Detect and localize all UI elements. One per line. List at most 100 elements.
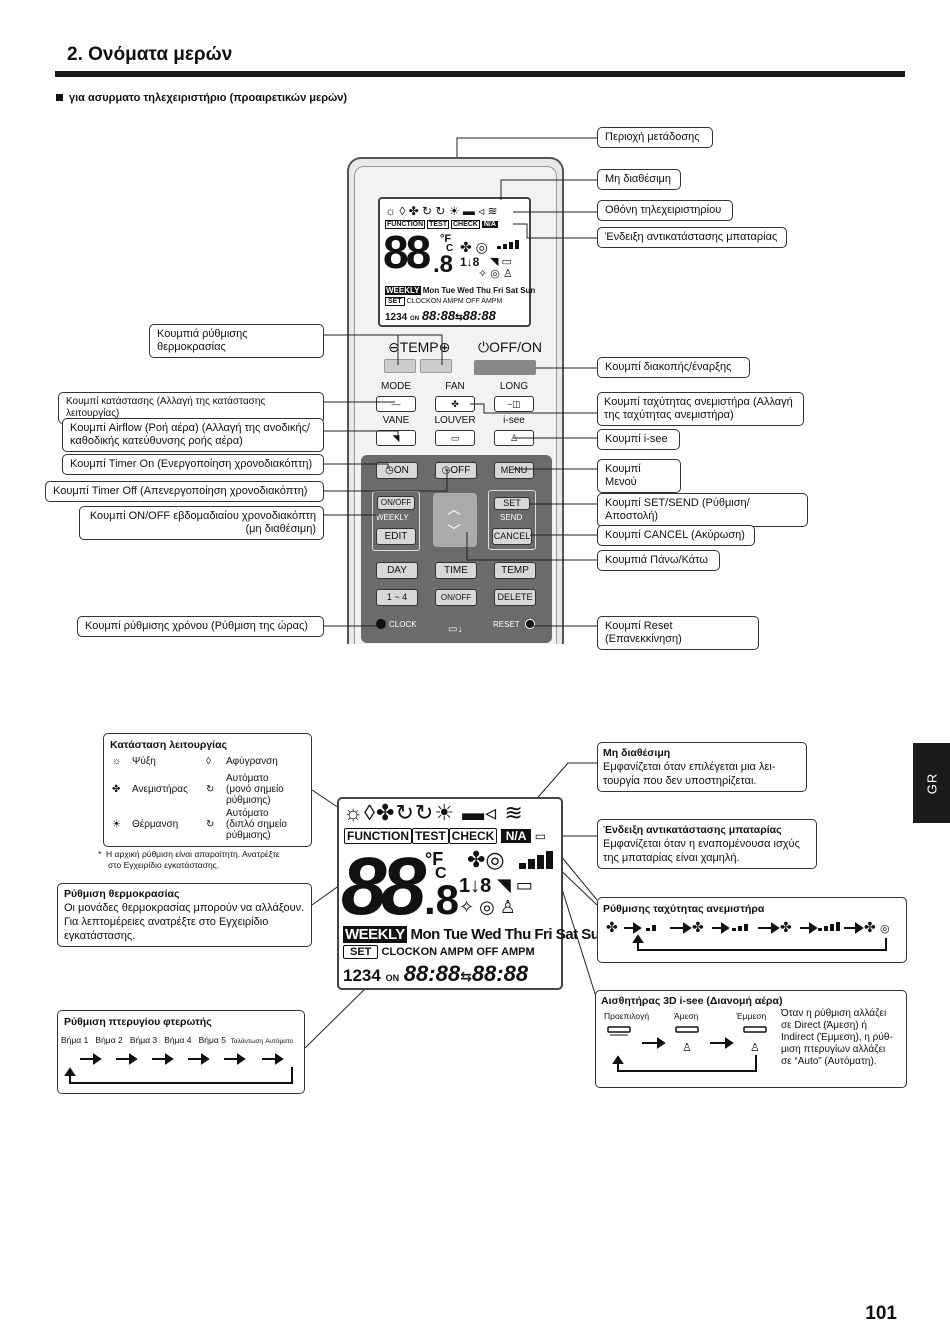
large-lcd-vane-icon: ◥ ▭ [497,875,533,895]
page-number: 101 [865,1303,897,1324]
cancel-button[interactable]: CANCEL [492,528,532,545]
lcd-on: ON [430,298,442,305]
menu-button[interactable]: MENU [494,462,534,479]
lcd-time1: 88:88 [421,308,456,323]
lcd-decimal: .8 [433,251,454,278]
mode-fan: Ανεμιστήρας [132,784,188,795]
mode-box: Κατάσταση λειτουργίας ☼ Ψύξη ◊ Αφύγρανση… [103,733,312,847]
up-arrow-icon: ︿ [447,501,461,517]
louver-button[interactable]: ▭ [435,430,475,446]
lcd-days: Mon Tue Wed Thu Fri Sat Sun [422,286,536,295]
large-lcd-digits: 88 [341,841,426,932]
mode-dry: Αφύγρανση [226,756,278,767]
vane-label: VANE [382,415,410,426]
set-group [488,490,536,550]
delete-button[interactable]: DELETE [494,589,536,606]
callout-fan-button: Κουμπί ταχύτητας ανεμιστήρα (Αλλαγή της … [597,392,804,426]
lcd-weekly: WEEKLY [385,286,421,295]
large-lcd-degc: C [435,865,447,882]
reset-label: RESET [493,620,520,629]
mode-box-title: Κατάσταση λειτουργίας [110,739,228,751]
lcd-ampm: AMPM [442,298,464,305]
lcd-off: OFF [465,298,480,305]
auto-single-l3: ρύθμισης) [226,795,271,806]
long-button[interactable]: ⎯◫ [494,396,534,412]
lcd-vane-icon: ◥ ▭ [490,256,512,268]
large-lcd-check: CHECK [448,828,498,844]
isee-l1: Όταν η ρύθμιση αλλάζει [781,1008,887,1019]
svg-text:✤: ✤ [692,919,704,935]
callout-reset: Κουμπί Reset (Επανεκκίνηση) [597,616,759,650]
callout-timer-on: Κουμπί Timer On (Ενεργοποίηση χρονοδιακό… [62,454,324,475]
temp-up-button[interactable] [420,359,452,373]
fan-button[interactable]: ✤ [435,396,475,412]
lcd-degc: C [446,243,454,254]
lcd-deg: °F [440,233,452,245]
fan-icon: ✤ [451,399,459,409]
vane-button[interactable]: ◥ [376,430,416,446]
language-tab: GR [913,743,950,823]
svg-text:✤: ✤ [780,919,792,935]
large-lcd-ampm2: AMPM [501,946,535,958]
auto-single-l1: Αυτόματο [226,773,269,784]
clock-button[interactable] [376,619,386,629]
callout-transmission: Περιοχή μετάδοσης [597,127,713,148]
onoff-button[interactable] [474,360,536,375]
mode-note-l2: στο Εγχειρίδιο εγκατάστασης. [108,860,220,870]
large-lcd-time2: 88:88 [471,961,529,986]
lcd-time2: 88:88 [462,308,496,323]
temp-down-button[interactable] [384,359,416,373]
temp-button[interactable]: TEMP [494,562,536,579]
large-lcd-on-small: ON [385,973,400,983]
large-lcd-time1: 88:88 [403,961,461,986]
updown-button[interactable]: ︿ ﹀ [433,493,477,547]
mode-button[interactable]: — [376,396,416,412]
fan-speed-box: Ρύθμισης ταχύτητας ανεμιστήρα ✤ ✤ ✤ ✤ ◎ [597,897,907,963]
lcd-na: N/A [481,221,498,228]
lcd-fan-icon: ✤ ◎ [460,239,488,255]
large-battery-icon: ▭ [534,829,547,843]
timer-on-button[interactable]: ◷ON [376,462,418,479]
time-button[interactable]: TIME [435,562,477,579]
dry-icon: ◊ [206,756,211,767]
temp-box-l1: Οι μονάδες θερμοκρασίας μπορούν να αλλάξ… [64,902,305,914]
reset-button[interactable] [525,619,535,629]
callout-timer-off: Κουμπί Timer Off (Απενεργοποίηση χρονοδι… [45,481,324,502]
callout-updown: Κουμπιά Πάνω/Κάτω [597,550,720,571]
lcd-isee-icon: ✧ ◎ ♙ [478,268,513,280]
heat-icon: ☀ [112,819,121,830]
auto-dual-l1: Αυτόματο [226,808,269,819]
section-subtitle: για ασυρματο τηλεχειριστήριο (προαιρετικ… [56,92,347,104]
title-rule [55,71,905,77]
weekly-onoff-button[interactable]: ON/OFF [377,496,415,510]
timer-off-button[interactable]: ◷OFF [435,462,477,479]
isee-l4: μιση πτερυγίων αλλάζει [781,1044,886,1055]
set-button[interactable]: SET [494,497,530,510]
weekly-line1: Κουμπί ON/OFF εβδομαδιαίου χρονοδιακόπτη [89,510,316,522]
cool-icon: ☼ [112,756,122,767]
na-box-l1: Εμφανίζεται όταν επιλέγεται μια λει- [603,761,776,773]
remote-onoff-label: OFF/ON [489,339,542,355]
svg-text:♙: ♙ [750,1042,760,1054]
auto-single-icon: ↻ [206,784,215,795]
program-onoff-button[interactable]: ON/OFF [435,589,477,606]
vane-step-1: Βήμα 1 [61,1035,89,1045]
callout-display: Οθόνη τηλεχειριστηρίου [597,200,733,221]
callout-not-available: Μη διαθέσιμη [597,169,681,190]
fan-label: FAN [445,381,465,392]
range-button[interactable]: 1 ~ 4 [376,589,418,606]
long-label: LONG [499,381,529,392]
clock-icon: ◷ [441,465,451,476]
isee-diagram: ♙ ♙ [607,1026,767,1072]
fan-speed-diagram: ✤ ✤ ✤ ✤ ◎ [606,919,890,951]
large-lcd-prog: 1234 [343,966,381,985]
large-lcd-on: ON [420,946,438,958]
battery-box-l1: Εμφανίζεται όταν η εναπομένουσα ισχύς [603,838,800,850]
send-label: SEND [500,513,523,522]
edit-button[interactable]: EDIT [376,528,416,545]
large-lcd-test: TEST [412,828,449,844]
long-icon: ⎯◫ [507,399,521,409]
day-button[interactable]: DAY [376,562,418,579]
mode-cool: Ψύξη [132,756,156,767]
vane-step-4: Βήμα 4 [164,1035,192,1045]
